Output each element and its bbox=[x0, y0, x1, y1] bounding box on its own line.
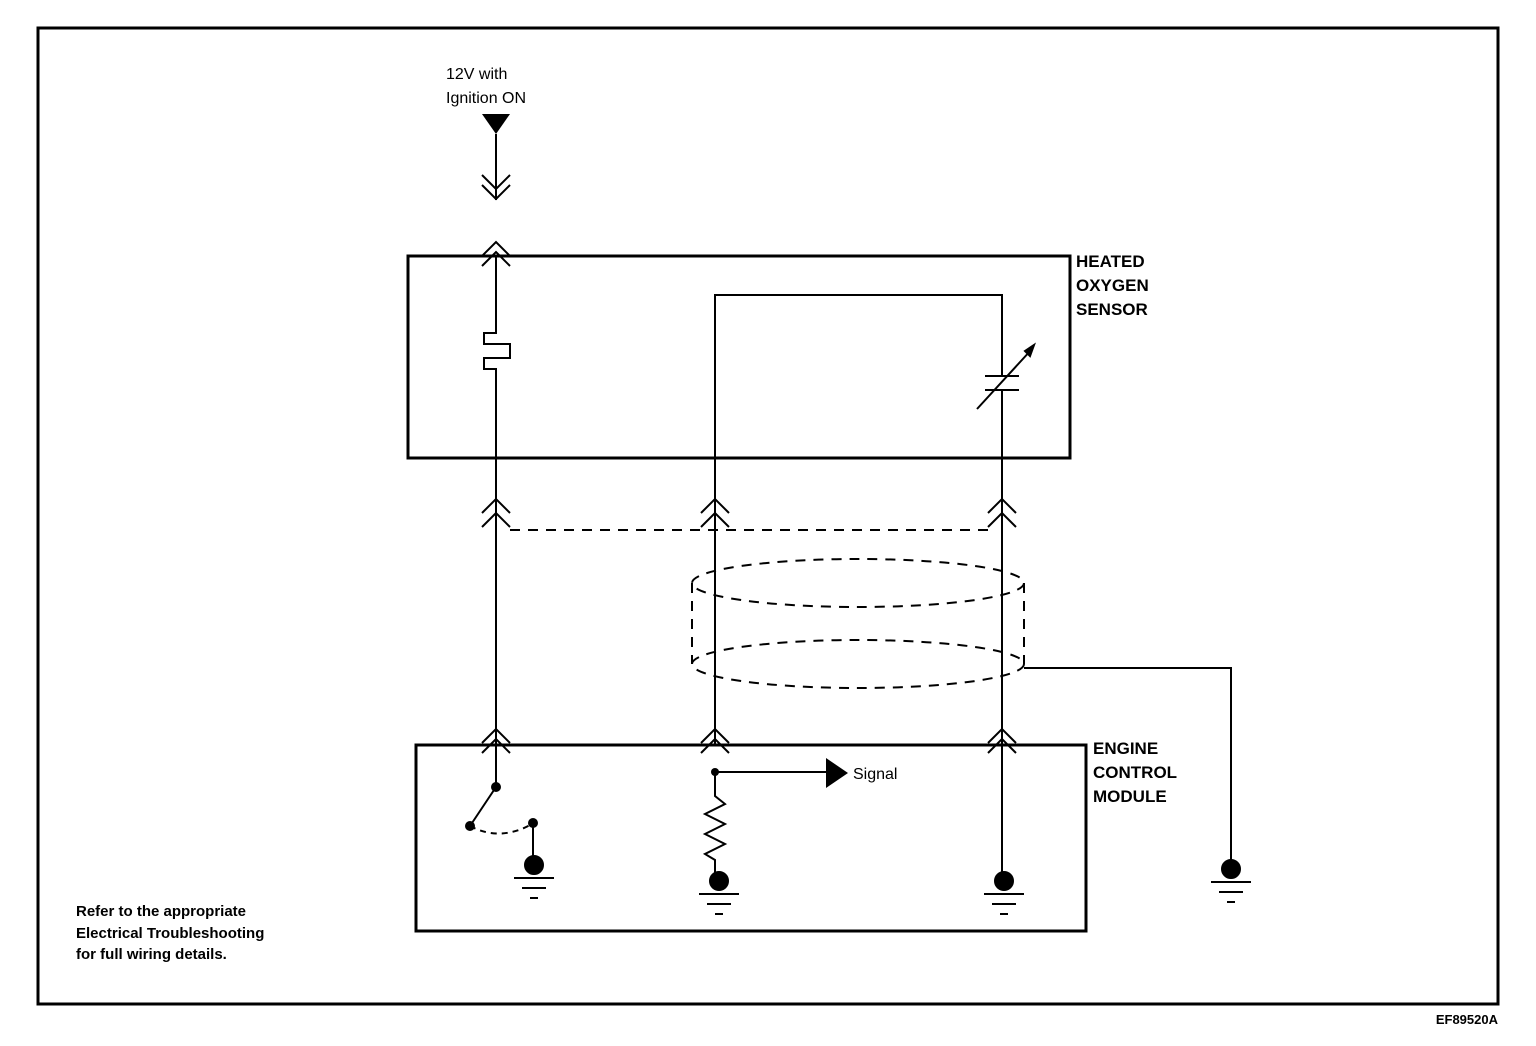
ecm-label-line3: MODULE bbox=[1093, 787, 1167, 806]
pulldown-resistor bbox=[702, 772, 728, 878]
note-line2: Electrical Troubleshooting bbox=[76, 925, 264, 942]
power-source-triangle bbox=[482, 114, 510, 134]
sensor-label-line2: OXYGEN bbox=[1076, 276, 1149, 295]
ground-icon bbox=[699, 871, 739, 915]
figure-code: EF89520A bbox=[1436, 1012, 1499, 1027]
heater-control-switch bbox=[465, 745, 538, 860]
power-source-label-line1: 12V with bbox=[446, 66, 507, 83]
shield-drain-wire bbox=[1024, 667, 1232, 862]
ground-icon bbox=[1211, 859, 1251, 903]
note-line1: Refer to the appropriate bbox=[76, 903, 246, 920]
ecm-label-line2: CONTROL bbox=[1093, 763, 1177, 782]
connector-row-ecm bbox=[481, 727, 1017, 754]
note-line3: for full wiring details. bbox=[76, 946, 227, 963]
diagram-frame bbox=[36, 26, 1500, 1006]
connector-power-top bbox=[481, 174, 511, 201]
heated-oxygen-sensor-box bbox=[406, 254, 1072, 460]
variable-element-icon bbox=[976, 342, 1036, 410]
connector-power-sensor bbox=[481, 240, 511, 267]
power-source-label-line2: Ignition ON bbox=[446, 90, 526, 107]
connector-row-middle bbox=[481, 497, 1017, 528]
engine-control-module-box bbox=[414, 743, 1088, 933]
signal-arrow-icon bbox=[826, 758, 848, 788]
signal-label: Signal bbox=[853, 766, 897, 783]
ground-icon bbox=[514, 855, 554, 899]
ground-icon bbox=[984, 871, 1024, 915]
heater-wire bbox=[483, 256, 511, 745]
ecm-label-line1: ENGINE bbox=[1093, 739, 1158, 758]
sensor-label-line3: SENSOR bbox=[1076, 300, 1148, 319]
sensor-label-line1: HEATED bbox=[1076, 252, 1145, 271]
sensor-signal-wire bbox=[714, 294, 1003, 745]
shielded-cable bbox=[691, 558, 1025, 689]
